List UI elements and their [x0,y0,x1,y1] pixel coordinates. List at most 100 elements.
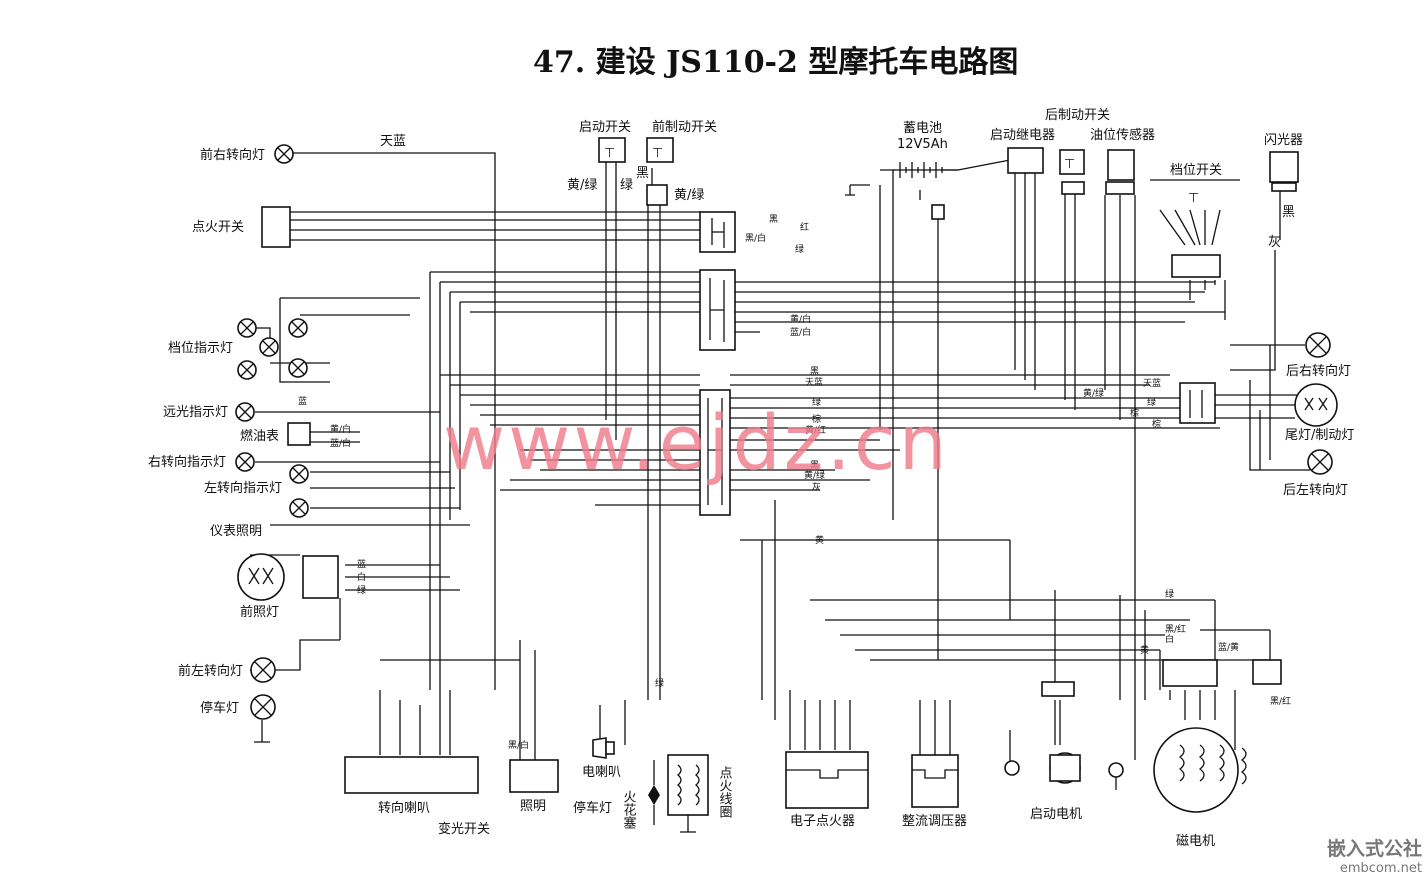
wire-label: 天蓝 [380,134,406,149]
rear-brake-connector-icon [1061,181,1085,195]
svg-text:⊤: ⊤ [604,146,615,161]
corner-url: embcom.net [1339,861,1422,876]
rear-brake-switch-icon [1059,149,1085,175]
label-front-left-turn: 前左转向灯 [178,663,243,679]
start-relay-icon [1007,147,1044,174]
gear-switch-icon: ⊤ [1150,179,1240,278]
wire-label: 白 [357,571,366,583]
wire-label: 黄/白 [790,313,811,325]
high-beam-indicator-icon [235,402,255,422]
headlight-connector-icon [302,555,339,599]
wire-label: 黑 [810,460,819,471]
wire-label: 绿 [1165,588,1174,600]
wire-label: 灰 [1268,235,1281,250]
label-battery: 蓄电池 [903,121,942,136]
label-horn: 电喇叭 [582,765,621,780]
wire-label: 绿 [1147,396,1156,408]
wire-label: 黑 [769,214,778,225]
small-connector-icon [1252,659,1282,685]
rear-connector-icon [1179,382,1216,424]
connector-c-icon [699,389,731,516]
label-turn-horn: 转向喇叭 [378,800,430,816]
component-labels: 前右转向灯 点火开关 档位指示灯 远光指示灯 燃油表 右转向指示灯 左转向指示灯… [148,108,1354,849]
lighting-switch-icon [509,759,559,793]
wire-label: 黑/白 [745,232,766,244]
turn-horn-switch-icon [344,756,479,794]
svg-text:⊤: ⊤ [1064,157,1075,172]
label-start-switch: 启动开关 [579,120,631,135]
starter-motor-icon [1049,752,1081,784]
label-tail-brake-light: 尾灯/制动灯 [1285,428,1354,443]
label-starter-motor: 启动电机 [1030,807,1082,822]
label-front-right-turn: 前右转向灯 [200,147,265,163]
label-ignition-switch: 点火开关 [192,220,244,235]
wire-label: 绿 [795,243,804,255]
wire-label: 绿 [812,396,821,408]
battery-icon [880,162,958,178]
label-magneto: 磁电机 [1176,834,1215,849]
flasher-base-icon [1271,182,1297,192]
fuse-icon [931,204,945,220]
wire-label: 棕 [1152,418,1161,430]
label-parking-light: 停车灯 [200,700,239,716]
wire-label: 蓝/白 [330,437,351,449]
wire-label: 棕 [1130,407,1139,419]
wire-label: 黄/红 [805,424,826,436]
label-front-brake-switch: 前制动开关 [652,119,717,135]
label-left-turn-indicator: 左转向指示灯 [204,480,282,496]
wire-label: 绿 [655,677,664,689]
front-right-turn-lamp-icon [274,144,294,164]
label-dimmer-switch: 变光开关 [438,821,490,837]
wire-label: 白 [1165,633,1174,645]
components: ⊤ ⊤ ⊤ ⊤ [235,137,1338,833]
label-high-beam-indicator: 远光指示灯 [163,405,228,420]
wire-label: 黄/绿 [674,188,704,203]
label-parking-lamp-bottom: 停车灯 [573,800,612,816]
label-flasher: 闪光器 [1264,133,1303,148]
label-gear-indicator: 档位指示灯 [168,341,233,356]
wire-label: 黄/白 [330,423,351,435]
wire-label: 黄/绿 [567,178,597,193]
bulb-right-icon [1108,762,1124,790]
bulb-left-icon [1004,760,1020,776]
gear-indicator-lamps-icon [237,318,308,380]
diagram-title: 47. 建设 JS110-2 型摩托车电路图 [533,45,1018,80]
front-brake-switch-icon [646,137,674,163]
wire-label: 黑/红 [1165,623,1186,635]
label-fuel-sensor: 油位传感器 [1090,127,1155,143]
right-turn-indicator-icon [235,452,255,472]
wire-label: 黑 [810,366,819,377]
label-ignition-coil: 点火线圈 [717,766,733,819]
ignition-coil-icon [667,754,709,833]
cdi-unit-icon [785,751,869,809]
regulator-icon [911,754,959,808]
start-switch-icon [598,137,626,163]
wire-label: 灰 [812,481,821,493]
ignition-switch-icon [261,206,291,248]
wire-label: 蓝/黄 [1218,641,1239,653]
wire-label: 蓝 [298,395,307,407]
wire-label: 绿 [357,584,366,596]
starter-connector-icon [1041,681,1075,697]
left-turn-indicator-lamps-icon [289,464,309,518]
label-battery-spec: 12V5Ah [897,137,948,152]
wire-label: 黑 [1282,205,1295,220]
label-start-relay: 启动继电器 [990,128,1055,143]
label-meter-light: 仪表照明 [210,524,262,539]
wire-label: 绿 [620,178,633,193]
rear-right-turn-lamp-icon [1305,332,1331,358]
svg-text:⊤: ⊤ [1188,191,1199,206]
corner-branding: 嵌入式公社 embcom.net [1327,834,1422,876]
watermark: www.ejdz.cn [443,398,950,487]
fuel-gauge-icon [287,422,311,446]
label-rear-right-turn: 后右转向灯 [1286,363,1351,379]
wire-label: 蓝 [357,558,366,570]
magneto-connector-icon [1162,659,1218,687]
front-brake-connector-icon [646,184,668,206]
label-cdi: 电子点火器 [790,814,855,829]
tail-brake-lamp-icon [1294,383,1338,427]
wire-label: 黑/红 [1270,695,1291,707]
wire-color-labels: 天蓝 黄/绿 绿 黑 黄/绿 黑 红 黑/白 绿 黄/白 蓝/白 蓝 黄/白 蓝… [298,134,1295,751]
fuel-sensor-icon [1107,149,1135,181]
